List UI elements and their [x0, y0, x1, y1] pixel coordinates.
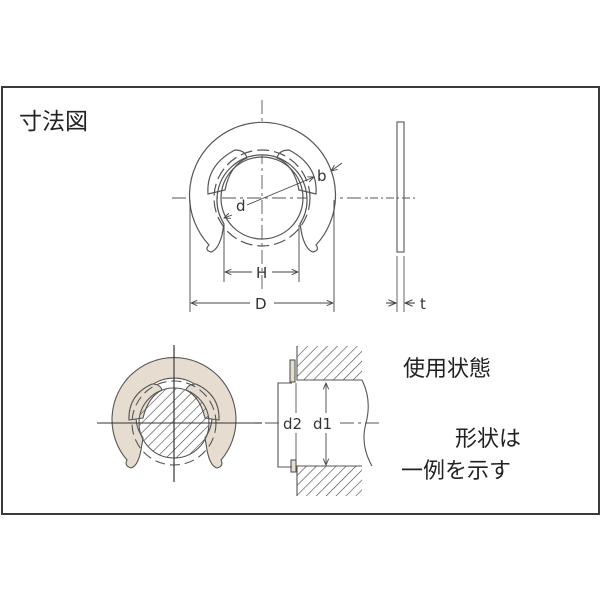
usage-front-view — [97, 345, 262, 482]
shape-note-line2: 一例を示す — [401, 459, 512, 484]
dim-label-d: d — [236, 197, 246, 215]
dim-label-H: H — [256, 264, 267, 282]
dim-label-d2: d2 — [283, 415, 302, 433]
usage-section-view — [265, 346, 381, 496]
dimension-drawing-title: 寸法図 — [19, 109, 88, 135]
ering-side-view — [370, 121, 415, 312]
dim-label-D: D — [255, 295, 267, 313]
usage-state-title: 使用状態 — [403, 357, 492, 382]
ering-front-view — [172, 100, 372, 290]
dim-label-t: t — [420, 295, 426, 313]
dimension-lines-front — [189, 162, 343, 312]
dim-label-d1: d1 — [313, 415, 332, 433]
dim-label-b: b — [317, 167, 327, 185]
shape-note-line1: 形状は — [455, 427, 522, 452]
